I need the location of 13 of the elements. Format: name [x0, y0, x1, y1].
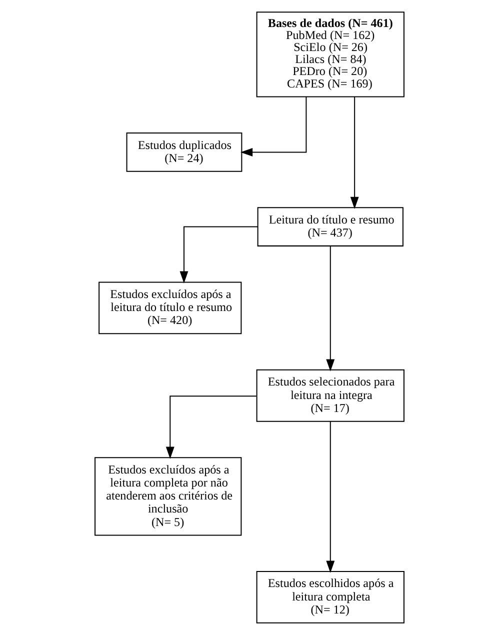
arrow: [326, 422, 335, 573]
arrow: [180, 226, 258, 284]
arrow: [166, 396, 256, 459]
arrow: [240, 97, 307, 156]
node-box: Estudos duplicados (N= 24): [126, 132, 242, 172]
node-box: Estudos escolhidos após a leitura completa (N= 12): [256, 571, 404, 624]
node-box: Estudos selecionados para leitura na integra (N= 17): [256, 369, 404, 422]
node-box: Estudos excluídos após a leitura do título e resumo (N= 420): [98, 282, 242, 334]
arrow: [350, 97, 359, 209]
arrow: [326, 246, 335, 372]
node-box: Leitura do título e resumo (N= 437): [257, 207, 404, 246]
node-box: Bases de dados (N= 461) PubMed (N= 162) SciElo (N= 26) Lilacs (N= 84) PEDro (N= 20) CAPES (N= 169): [256, 12, 404, 98]
node-box: Estudos excluídos após a leitura completa por não atenderem aos critérios de inclusão (N= 5): [94, 457, 242, 536]
